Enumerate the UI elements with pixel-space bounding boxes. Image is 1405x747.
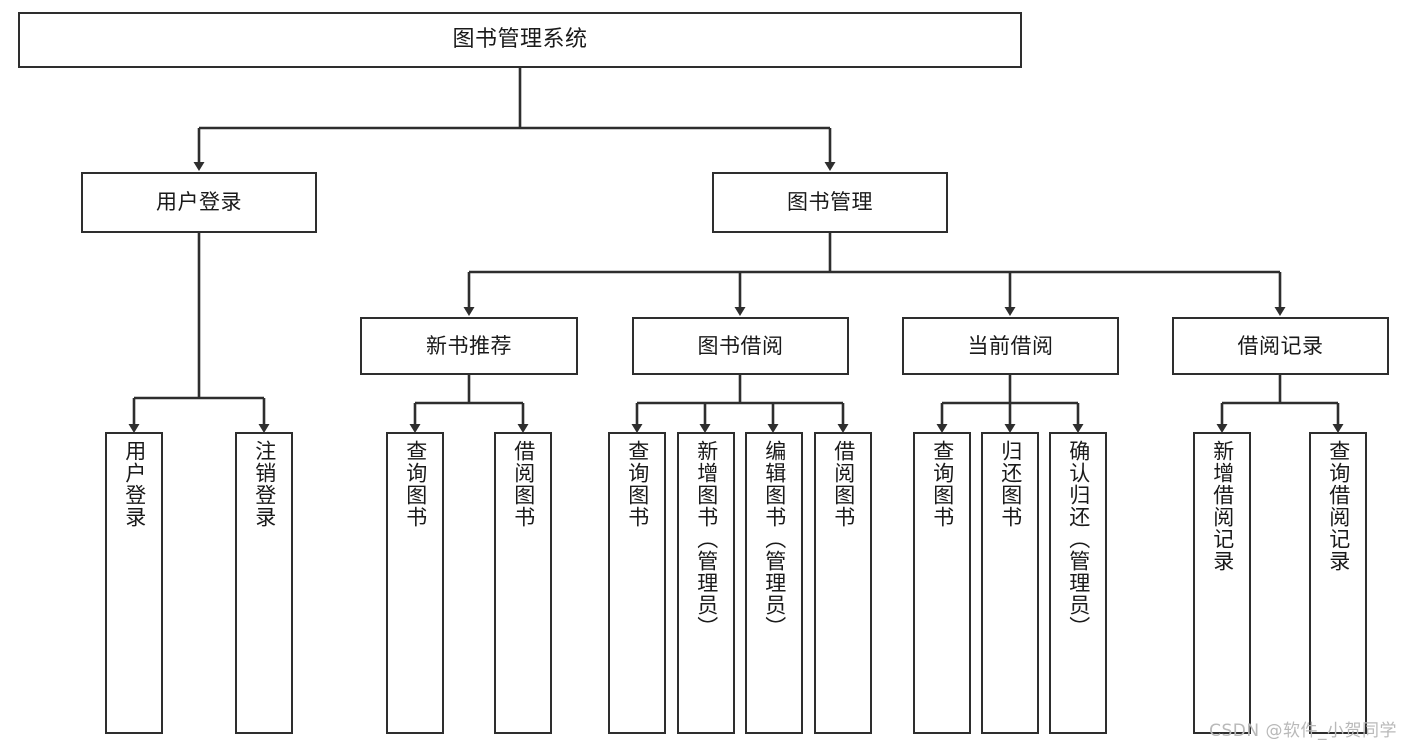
node-label: 图书借阅 [697, 333, 784, 358]
node-label: 借阅图书 [511, 440, 536, 528]
leaf-query-book-current[interactable]: 查询图书 [913, 432, 971, 734]
leaf-add-borrow-record[interactable]: 新增借阅记录 [1193, 432, 1251, 734]
leaf-edit-book-admin[interactable]: 编辑图书（管理员） [745, 432, 803, 734]
node-book-management[interactable]: 图书管理 [712, 172, 948, 233]
node-label: 用户登录 [156, 190, 242, 215]
leaf-user-login[interactable]: 用户登录 [105, 432, 163, 734]
node-label: 借阅图书 [831, 440, 856, 528]
node-label: 新增借阅记录 [1210, 440, 1235, 572]
node-label: 查询图书 [930, 440, 955, 528]
leaf-logout[interactable]: 注销登录 [235, 432, 293, 734]
leaf-query-book-borrow[interactable]: 查询图书 [608, 432, 666, 734]
node-book-borrow[interactable]: 图书借阅 [632, 317, 849, 375]
node-label: 查询图书 [625, 440, 650, 528]
leaf-add-book-admin[interactable]: 新增图书（管理员） [677, 432, 735, 734]
node-user-login[interactable]: 用户登录 [81, 172, 317, 233]
leaf-borrow-book-new[interactable]: 借阅图书 [494, 432, 552, 734]
leaf-query-book-new[interactable]: 查询图书 [386, 432, 444, 734]
node-label: 图书管理 [787, 190, 873, 215]
node-label: 注销登录 [252, 440, 277, 528]
node-root-system[interactable]: 图书管理系统 [18, 12, 1022, 68]
node-new-book-recommend[interactable]: 新书推荐 [360, 317, 578, 375]
node-label: 借阅记录 [1237, 333, 1324, 358]
node-label: 编辑图书（管理员） [762, 440, 787, 638]
node-label: 新增图书（管理员） [694, 440, 719, 638]
leaf-borrow-book[interactable]: 借阅图书 [814, 432, 872, 734]
node-label: 当前借阅 [967, 333, 1054, 358]
node-label: 新书推荐 [426, 333, 512, 358]
node-label: 归还图书 [998, 440, 1023, 528]
node-label: 图书管理系统 [452, 27, 588, 53]
node-borrow-record[interactable]: 借阅记录 [1172, 317, 1389, 375]
leaf-query-borrow-record[interactable]: 查询借阅记录 [1309, 432, 1367, 734]
node-label: 用户登录 [122, 440, 147, 528]
node-label: 确认归还（管理员） [1066, 440, 1091, 638]
node-label: 查询图书 [403, 440, 428, 528]
node-current-borrow[interactable]: 当前借阅 [902, 317, 1119, 375]
node-label: 查询借阅记录 [1326, 440, 1351, 572]
leaf-confirm-return-admin[interactable]: 确认归还（管理员） [1049, 432, 1107, 734]
leaf-return-book[interactable]: 归还图书 [981, 432, 1039, 734]
